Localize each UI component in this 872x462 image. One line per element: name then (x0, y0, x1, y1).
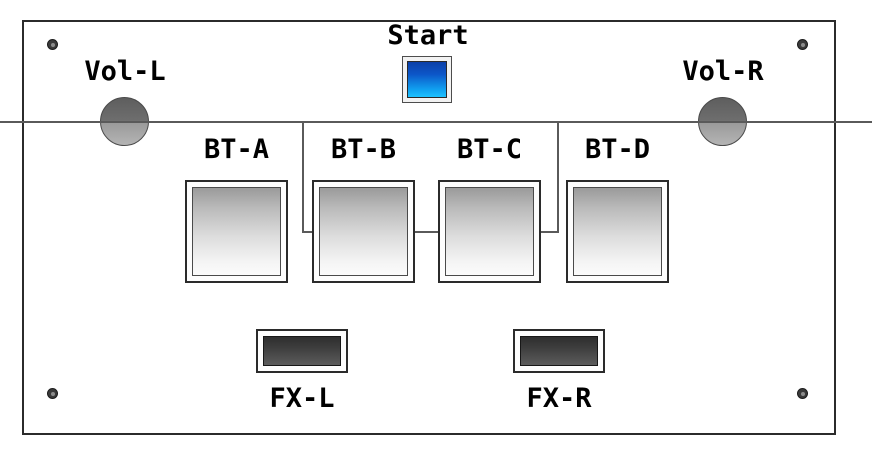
screw-top-right-icon (797, 39, 808, 50)
bt-a-label: BT-A (203, 134, 270, 165)
bt-a-button[interactable] (185, 180, 288, 283)
wire-bridge-horizontal (302, 231, 559, 233)
fx-l-button[interactable] (256, 329, 348, 373)
fx-l-button-cap (263, 336, 341, 366)
bt-b-button[interactable] (312, 180, 415, 283)
wire-right-vertical (557, 121, 559, 233)
start-label: Start (387, 20, 469, 51)
fx-r-button[interactable] (513, 329, 605, 373)
bt-d-button-cap (573, 187, 662, 276)
fx-r-label: FX-R (526, 383, 592, 414)
bt-d-button[interactable] (566, 180, 669, 283)
fx-l-label: FX-L (269, 383, 335, 414)
bt-b-label: BT-B (330, 134, 397, 165)
vol-r-label: Vol-R (682, 56, 764, 87)
bt-b-button-cap (319, 187, 408, 276)
fx-r-button-cap (520, 336, 598, 366)
bt-c-label: BT-C (456, 134, 523, 165)
bt-a-button-cap (192, 187, 281, 276)
panel-body (22, 20, 836, 435)
start-button-cap (407, 61, 447, 98)
screw-bottom-right-icon (797, 388, 808, 399)
screw-bottom-left-icon (47, 388, 58, 399)
start-button[interactable] (402, 56, 452, 103)
wire-main-horizontal (0, 121, 872, 123)
bt-d-label: BT-D (584, 134, 651, 165)
bt-c-button[interactable] (438, 180, 541, 283)
vol-l-label: Vol-L (84, 56, 166, 87)
wire-left-vertical (302, 121, 304, 233)
bt-c-button-cap (445, 187, 534, 276)
screw-top-left-icon (47, 39, 58, 50)
